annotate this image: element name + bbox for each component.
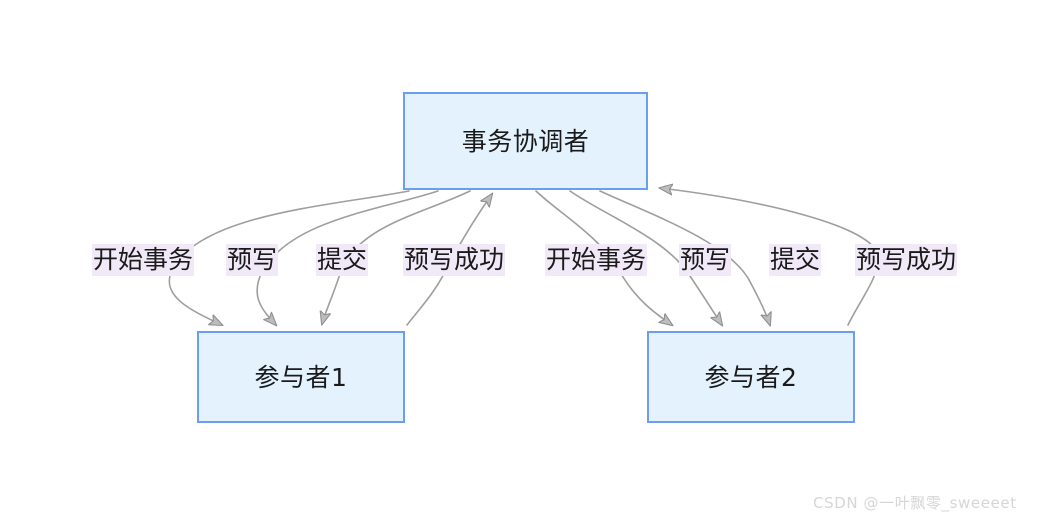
- node-participant-1-label: 参与者1: [254, 362, 348, 392]
- edge-start-transaction-left: [168, 190, 410, 325]
- edge-label-start-transaction-left: 开始事务: [92, 244, 195, 276]
- edge-label-start-transaction-right: 开始事务: [545, 244, 648, 276]
- edge-label-commit-left: 提交: [316, 244, 369, 276]
- node-participant-1[interactable]: 参与者1: [197, 331, 405, 423]
- node-coordinator[interactable]: 事务协调者: [403, 92, 648, 190]
- node-participant-2-label: 参与者2: [704, 362, 798, 392]
- edge-label-prewrite-success-left: 预写成功: [403, 244, 506, 276]
- edge-prewrite-success-right: [660, 188, 879, 326]
- edge-commit-right: [599, 190, 770, 325]
- edge-label-prewrite-success-right: 预写成功: [855, 244, 958, 276]
- node-participant-2[interactable]: 参与者2: [647, 331, 855, 423]
- csdn-watermark: CSDN @一叶飘零_sweeeet: [813, 494, 1017, 512]
- edge-label-prewrite-left: 预写: [226, 244, 279, 276]
- node-coordinator-label: 事务协调者: [461, 126, 590, 156]
- edge-label-prewrite-right: 预写: [679, 244, 732, 276]
- edge-label-commit-right: 提交: [769, 244, 822, 276]
